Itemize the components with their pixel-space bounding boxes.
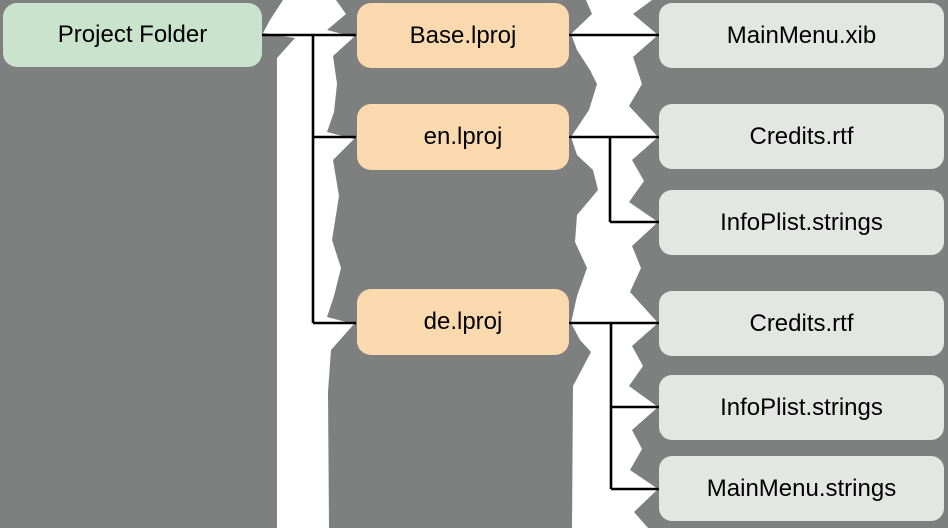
node-en-infoplist-strings: InfoPlist.strings <box>659 190 944 255</box>
node-base-lproj: Base.lproj <box>357 3 569 68</box>
node-project-folder: Project Folder <box>3 3 262 67</box>
node-de-lproj-label: de.lproj <box>423 308 503 335</box>
node-base-lproj-label: Base.lproj <box>409 21 517 49</box>
gray-column-right <box>629 0 948 528</box>
node-mainmenu-xib-label: MainMenu.xib <box>726 21 877 49</box>
connector-root-to-folders <box>262 33 356 325</box>
gray-column-left <box>0 0 295 528</box>
gray-column-middle <box>327 0 598 528</box>
node-de-lproj: de.lproj <box>357 289 569 355</box>
node-de-mainmenu-strings: MainMenu.strings <box>659 456 944 521</box>
connector-de-to-files <box>568 321 660 491</box>
node-project-folder-label: Project Folder <box>57 21 208 48</box>
node-en-lproj: en.lproj <box>357 104 569 170</box>
connector-en-to-files <box>568 135 660 224</box>
node-de-credits-rtf: Credits.rtf <box>659 291 944 356</box>
node-en-lproj-label: en.lproj <box>423 123 503 150</box>
node-en-credits-rtf: Credits.rtf <box>659 104 944 169</box>
node-de-infoplist-strings: InfoPlist.strings <box>659 375 944 440</box>
node-mainmenu-xib: MainMenu.xib <box>659 3 944 68</box>
connector-lines <box>262 33 660 491</box>
node-en-infoplist-strings-label: InfoPlist.strings <box>720 208 883 236</box>
node-de-credits-rtf-label: Credits.rtf <box>749 309 854 337</box>
node-de-infoplist-strings-label: InfoPlist.strings <box>720 393 883 421</box>
node-en-credits-rtf-label: Credits.rtf <box>749 122 854 150</box>
node-de-mainmenu-strings-label: MainMenu.strings <box>706 474 897 502</box>
